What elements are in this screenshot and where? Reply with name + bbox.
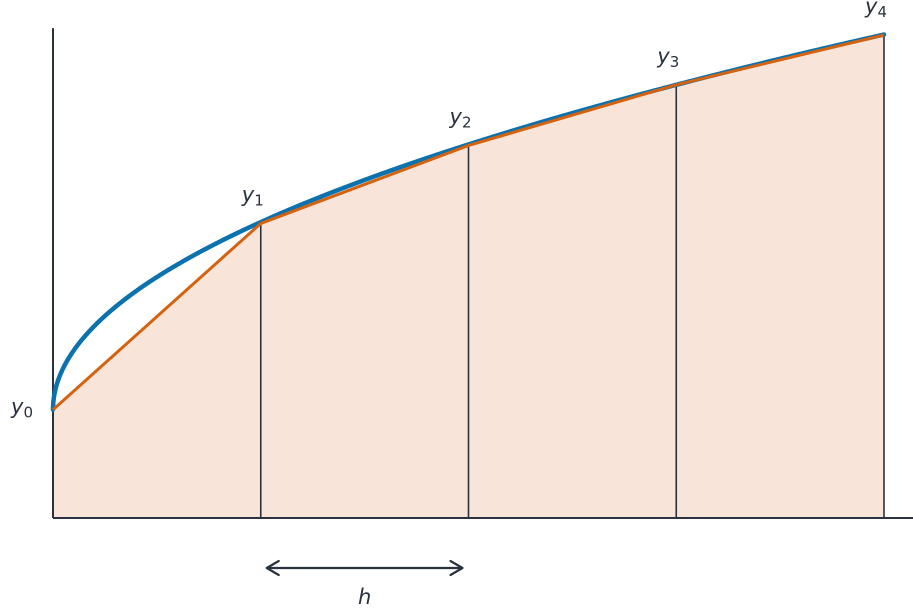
arrow-right-head: [449, 559, 464, 577]
point-label-letter: y: [241, 182, 255, 206]
point-label-3: y3: [656, 44, 679, 71]
step-width-label: h: [358, 585, 371, 609]
point-label-1: y1: [241, 182, 264, 209]
point-label-subscript: 0: [23, 404, 33, 422]
point-label-subscript: 2: [462, 113, 472, 131]
point-label-subscript: 3: [670, 53, 680, 71]
point-label-4: y4: [864, 0, 887, 21]
point-label-letter: y: [10, 395, 24, 419]
step-width-arrow: [265, 559, 464, 577]
point-label-subscript: 1: [254, 191, 264, 209]
point-label-0: y0: [10, 395, 33, 422]
trapezoid-top-line: [51, 33, 885, 411]
trapezoid-verticals: [259, 34, 885, 518]
point-label-subscript: 4: [877, 3, 887, 21]
point-label-letter: y: [449, 104, 463, 128]
point-label-2: y2: [449, 104, 472, 131]
arrow-left-head: [265, 559, 280, 577]
point-label-letter: y: [864, 0, 878, 18]
point-label-letter: y: [656, 44, 670, 68]
